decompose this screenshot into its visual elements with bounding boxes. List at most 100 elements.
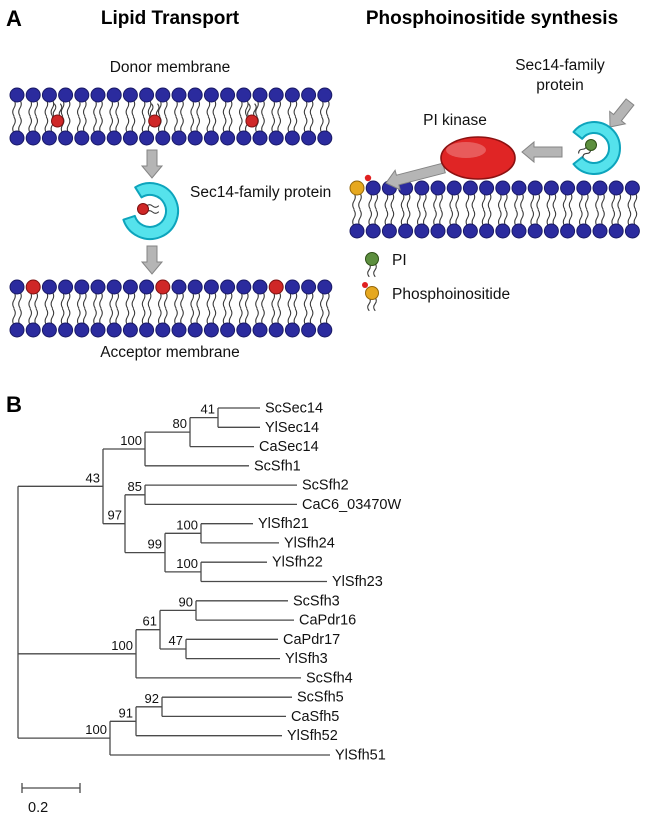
- lipid-tail: [163, 291, 168, 309]
- lipid: [398, 209, 414, 239]
- lipid-tail: [12, 116, 16, 134]
- lipid: [268, 308, 284, 338]
- lipid-tail: [109, 116, 114, 134]
- lipid-head: [462, 180, 478, 196]
- lipid-tail: [12, 291, 16, 309]
- lipid-tail: [60, 291, 65, 309]
- lipid-head: [495, 223, 511, 239]
- tip-label: YlSfh22: [272, 555, 323, 571]
- lipid-head: [58, 279, 74, 295]
- lipid-head: [527, 223, 543, 239]
- lipid: [430, 209, 446, 239]
- lipid-head: [51, 114, 64, 128]
- lipid-tail: [487, 209, 492, 227]
- lipid-tail: [174, 116, 178, 134]
- lipid-head: [122, 130, 138, 146]
- red-lipid: [155, 279, 171, 309]
- lipid-tail: [50, 308, 55, 326]
- lipid-head: [171, 279, 187, 295]
- lipid: [9, 308, 25, 338]
- lipid: [41, 87, 57, 117]
- lipid-tail: [611, 209, 616, 227]
- lipid: [624, 209, 640, 239]
- lipid-tail: [416, 192, 421, 210]
- lipid-head: [9, 130, 25, 146]
- lipid-head: [9, 322, 25, 338]
- lipid-head: [414, 180, 430, 196]
- tip-label: YlSfh51: [335, 748, 386, 764]
- lipid-tail: [303, 308, 308, 326]
- lipid-tail: [131, 99, 136, 117]
- lipid-tail: [497, 192, 502, 210]
- lipid-head: [122, 322, 138, 338]
- lipid-tail: [358, 192, 362, 210]
- support-value: 85: [128, 479, 142, 494]
- lipid-tail: [261, 291, 265, 309]
- transported-lipid: [245, 103, 259, 128]
- red-lipid: [25, 279, 41, 309]
- lipid-tail: [66, 99, 71, 117]
- lipid-head: [624, 223, 640, 239]
- support-value: 97: [108, 508, 122, 523]
- lipid: [220, 279, 236, 309]
- lipid: [301, 308, 317, 338]
- lipid-head: [365, 286, 379, 300]
- lipid-head: [560, 180, 576, 196]
- lipid: [495, 209, 511, 239]
- lipid-tail: [141, 116, 146, 134]
- lipid: [317, 116, 333, 146]
- lipid-tail: [439, 209, 443, 227]
- lipid-tail: [76, 116, 81, 134]
- lipid: [106, 87, 122, 117]
- lipid-tail: [439, 192, 443, 210]
- lipid: [187, 279, 203, 309]
- lipid: [268, 87, 284, 117]
- lipid-head: [511, 223, 527, 239]
- lipid: [90, 87, 106, 117]
- lipid-tail: [228, 99, 233, 117]
- cargo-lipid: [137, 203, 160, 215]
- lipid-tail: [325, 116, 330, 134]
- lipid: [560, 180, 576, 210]
- lipid: [74, 87, 90, 117]
- lipid-tail: [12, 99, 16, 117]
- lipid-tail: [28, 116, 33, 134]
- lipid-tail: [115, 291, 120, 309]
- lipid-head: [301, 130, 317, 146]
- lipid-head: [236, 87, 252, 103]
- pi-kinase: [440, 136, 516, 180]
- lipid: [58, 279, 74, 309]
- lipid-head: [576, 180, 592, 196]
- lipid-tail: [125, 116, 130, 134]
- lipid-tail: [76, 99, 81, 117]
- lipid: [430, 180, 446, 210]
- lipid-head: [284, 279, 300, 295]
- lipid-tail: [206, 308, 211, 326]
- lipid: [236, 279, 252, 309]
- lipid-head: [139, 279, 155, 295]
- lipid: [58, 308, 74, 338]
- lipid-head: [365, 223, 381, 239]
- lipid: [90, 116, 106, 146]
- lipid: [155, 87, 171, 117]
- lipid: [187, 87, 203, 117]
- pi-cargo: [578, 139, 597, 158]
- lipid-head: [122, 87, 138, 103]
- lipid-head: [25, 279, 41, 295]
- lipid: [187, 308, 203, 338]
- lipid-tail: [277, 99, 282, 117]
- lipid-tail: [125, 291, 130, 309]
- lipid-tail: [374, 209, 379, 227]
- lipid-tail: [34, 308, 39, 326]
- lipid-tail: [66, 308, 71, 326]
- lipid: [608, 180, 624, 210]
- lipid: [155, 116, 171, 146]
- lipid-tail: [141, 99, 146, 117]
- lipid-head: [106, 87, 122, 103]
- lipid: [301, 279, 317, 309]
- pi-kinase-label: PI kinase: [423, 112, 487, 129]
- lipid: [25, 87, 41, 117]
- support-value: 100: [120, 433, 142, 448]
- lipid-head: [446, 223, 462, 239]
- lipid: [41, 116, 57, 146]
